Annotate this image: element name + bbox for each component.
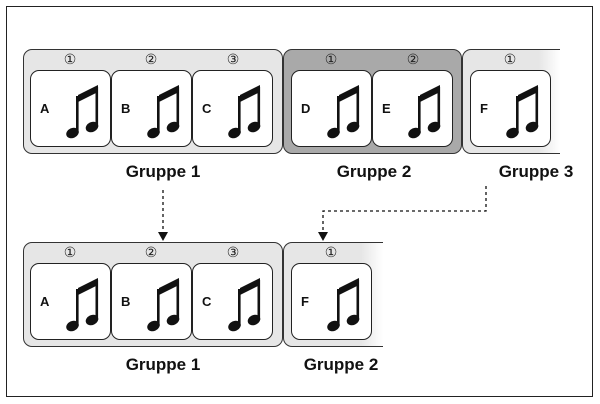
slot-a: A [30,70,111,147]
slot-number: ② [144,51,158,67]
slot-number: ③ [226,51,240,67]
slot-b: B [111,263,192,340]
slot-letter: A [40,101,50,116]
slot-a: A [30,263,111,340]
slot-letter: D [301,101,311,116]
slot-number: ① [324,51,338,67]
arrow-group3-to-group2 [318,186,487,241]
slot-number: ① [503,51,517,67]
slot-number: ③ [226,244,240,260]
group-label: Gruppe 1 [125,355,201,374]
group-label: Gruppe 2 [303,355,379,374]
slot-f: F [470,70,551,147]
slot-e: E [372,70,453,147]
arrow-group1 [158,190,168,241]
slot-d: D [291,70,372,147]
slot-number: ① [63,244,77,260]
slot-letter: E [382,101,391,116]
slot-number: ① [63,51,77,67]
slot-c: C [192,263,273,340]
slot-letter: B [121,294,131,309]
slot-number: ① [324,244,338,260]
slot-c: C [192,70,273,147]
slot-f: F [291,263,372,340]
slot-letter: F [301,294,309,309]
slot-letter: C [202,294,212,309]
group-label: Gruppe 3 [498,162,574,181]
slot-letter: F [480,101,488,116]
group-label: Gruppe 2 [336,162,412,181]
slot-letter: A [40,294,50,309]
slot-b: B [111,70,192,147]
group-label: Gruppe 1 [125,162,201,181]
slot-number: ② [406,51,420,67]
slot-number: ② [144,244,158,260]
slot-letter: B [121,101,131,116]
slot-letter: C [202,101,212,116]
